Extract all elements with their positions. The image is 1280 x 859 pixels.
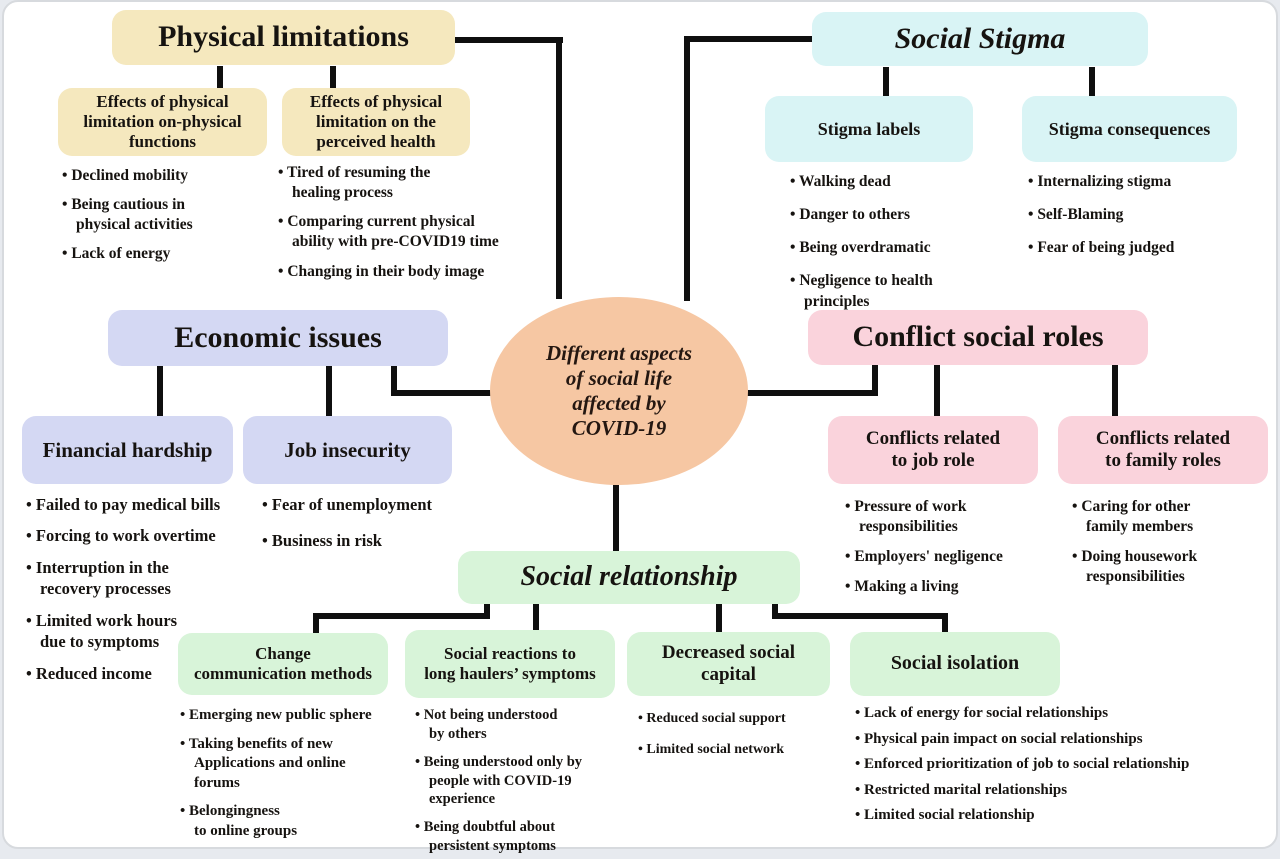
connector-economic-elbow-v — [391, 366, 397, 396]
connector-social-right-elbow-v2 — [942, 613, 948, 634]
physical-sub1-bullets: Declined mobility Being cautious in phys… — [62, 166, 267, 274]
conflict-sub1-box: Conflicts related to job role — [828, 416, 1038, 484]
stigma-sub2-bullets: Internalizing stigma Self-Blaming Fear o… — [1028, 172, 1248, 271]
connector-social-left-elbow-v2 — [313, 613, 319, 634]
list-item: Emerging new public sphere — [180, 706, 412, 726]
social-sub4-bullets: Lack of energy for social relationships … — [855, 704, 1255, 832]
list-item: Belongingness to online groups — [180, 802, 412, 841]
list-item: Physical pain impact on social relations… — [855, 730, 1255, 750]
list-item: Business in risk — [262, 530, 477, 551]
list-item: Danger to others — [790, 205, 1000, 225]
connector-stigma-stub-1 — [883, 67, 889, 96]
list-item: Doing housework responsibilities — [1072, 547, 1272, 587]
social-sub3-box: Decreased social capital — [627, 632, 830, 696]
connector-stigma-stub-2 — [1089, 67, 1095, 96]
physical-title-box: Physical limitations — [112, 10, 455, 65]
list-item: Limited work hours due to symptoms — [26, 610, 251, 653]
social-sub3-bullets: Reduced social support Limited social ne… — [638, 710, 838, 772]
connector-physical-stub-2 — [330, 66, 336, 89]
list-item: Failed to pay medical bills — [26, 494, 251, 515]
connector-physical-elbow-v — [556, 37, 562, 299]
list-item: Making a living — [845, 577, 1050, 597]
list-item: Enforced prioritization of job to social… — [855, 755, 1255, 775]
connector-physical-stub-1 — [217, 66, 223, 89]
connector-social-stub-reactions — [533, 603, 539, 632]
connector-economic-stub-1 — [157, 366, 163, 416]
list-item: Fear of being judged — [1028, 238, 1248, 258]
connector-center-bottom-v — [613, 480, 619, 552]
list-item: Declined mobility — [62, 166, 267, 186]
economic-sub1-box: Financial hardship — [22, 416, 233, 484]
social-sub1-bullets: Emerging new public sphere Taking benefi… — [180, 706, 412, 850]
stigma-sub2-box: Stigma consequences — [1022, 96, 1237, 162]
social-sub4-box: Social isolation — [850, 632, 1060, 696]
list-item: Lack of energy — [62, 244, 267, 264]
conflict-sub2-box: Conflicts related to family roles — [1058, 416, 1268, 484]
economic-sub2-box: Job insecurity — [243, 416, 452, 484]
list-item: Reduced social support — [638, 710, 838, 728]
list-item: Limited social network — [638, 741, 838, 759]
center-node: Different aspects of social life affecte… — [490, 297, 748, 485]
connector-social-right-elbow-h — [772, 613, 948, 619]
list-item: Self-Blaming — [1028, 205, 1248, 225]
connector-physical-elbow-h — [455, 37, 563, 43]
list-item: Comparing current physical ability with … — [278, 212, 518, 252]
list-item: Negligence to health principles — [790, 271, 1000, 311]
connector-conflict-stub-1 — [934, 364, 940, 416]
connector-social-left-elbow-h — [313, 613, 490, 619]
connector-stigma-elbow-h — [690, 36, 812, 42]
stigma-sub1-box: Stigma labels — [765, 96, 973, 162]
connector-conflict-stub-2 — [1112, 364, 1118, 416]
list-item: Not being understood by others — [415, 706, 630, 744]
physical-sub1-box: Effects of physical limitation on-physic… — [58, 88, 267, 156]
list-item: Reduced income — [26, 663, 251, 684]
list-item: Being doubtful about persistent symptoms — [415, 818, 630, 856]
list-item: Tired of resuming the healing process — [278, 163, 518, 203]
list-item: Interruption in the recovery processes — [26, 557, 251, 600]
list-item: Walking dead — [790, 172, 1000, 192]
list-item: Changing in their body image — [278, 262, 518, 282]
connector-stigma-elbow-v — [684, 36, 690, 301]
connector-social-stub-decreased — [716, 603, 722, 632]
list-item: Internalizing stigma — [1028, 172, 1248, 192]
list-item: Limited social relationship — [855, 806, 1255, 826]
connector-social-left-elbow-v1 — [484, 603, 490, 619]
conflict-sub2-bullets: Caring for other family members Doing ho… — [1072, 497, 1272, 598]
conflict-title-box: Conflict social roles — [808, 310, 1148, 365]
list-item: Restricted marital relationships — [855, 781, 1255, 801]
social-sub2-box: Social reactions to long haulers’ sympto… — [405, 630, 615, 698]
physical-sub2-box: Effects of physical limitation on the pe… — [282, 88, 470, 156]
connector-conflict-elbow-v — [872, 364, 878, 396]
social-sub1-box: Change communication methods — [178, 633, 388, 695]
conflict-sub1-bullets: Pressure of work responsibilities Employ… — [845, 497, 1050, 608]
connector-conflict-elbow-h — [744, 390, 878, 396]
list-item: Being cautious in physical activities — [62, 195, 267, 235]
list-item: Fear of unemployment — [262, 494, 477, 515]
connector-economic-stub-2 — [326, 366, 332, 416]
stigma-title-box: Social Stigma — [812, 12, 1148, 66]
economic-sub2-bullets: Fear of unemployment Business in risk — [262, 494, 477, 567]
list-item: Taking benefits of new Applications and … — [180, 735, 412, 794]
connector-social-right-elbow-v1 — [772, 603, 778, 619]
social-sub2-bullets: Not being understood by others Being und… — [415, 706, 630, 859]
list-item: Caring for other family members — [1072, 497, 1272, 537]
economic-sub1-bullets: Failed to pay medical bills Forcing to w… — [26, 494, 251, 694]
stigma-sub1-bullets: Walking dead Danger to others Being over… — [790, 172, 1000, 325]
list-item: Being understood only by people with COV… — [415, 753, 630, 810]
physical-sub2-bullets: Tired of resuming the healing process Co… — [278, 163, 518, 291]
list-item: Being overdramatic — [790, 238, 1000, 258]
list-item: Forcing to work overtime — [26, 525, 251, 546]
connector-economic-elbow-h — [391, 390, 496, 396]
list-item: Pressure of work responsibilities — [845, 497, 1050, 537]
list-item: Lack of energy for social relationships — [855, 704, 1255, 724]
social-title-box: Social relationship — [458, 551, 800, 604]
list-item: Employers' negligence — [845, 547, 1050, 567]
economic-title-box: Economic issues — [108, 310, 448, 366]
